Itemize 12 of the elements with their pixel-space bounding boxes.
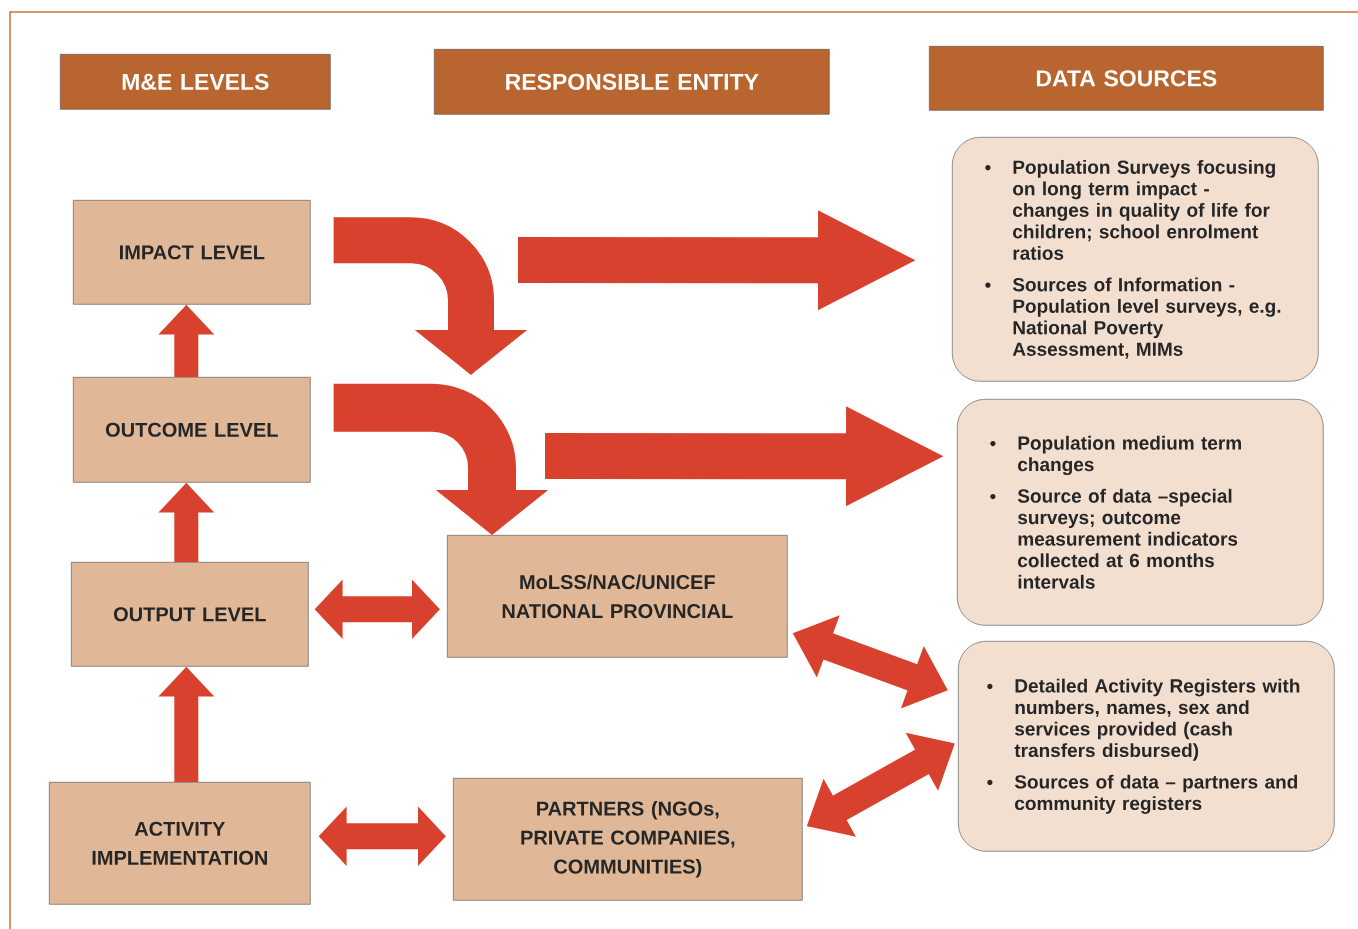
data-source-box: Population Surveys focusing on long term impact - changes in quality of life for children; school enrolment ratios Sources of Information - Population level surveys, e.g. National Poverty Assessment, MIMs (952, 137, 1319, 382)
column-header: RESPONSIBLE ENTITY (434, 49, 830, 115)
process-box: IMPACT LEVEL (73, 200, 311, 305)
data-source-box: Population medium term changes Source of data –special surveys; outcome measurement indicators collected at 6 months intervals (957, 399, 1324, 626)
process-box: ACTIVITY IMPLEMENTATION (49, 782, 311, 905)
data-source-box: Detailed Activity Registers with numbers, names, sex and services provided (cash transfers disbursed) Sources of data – partners and community registers (958, 641, 1335, 852)
process-box: OUTCOME LEVEL (73, 377, 311, 483)
process-box: PARTNERS (NGOs, PRIVATE COMPANIES, COMMUNITIES) (453, 778, 803, 901)
column-header: DATA SOURCES (929, 46, 1324, 111)
column-header: M&E LEVELS (60, 54, 331, 110)
process-box: MoLSS/NAC/UNICEF NATIONAL PROVINCIAL (447, 535, 788, 658)
process-box: OUTPUT LEVEL (71, 562, 309, 667)
